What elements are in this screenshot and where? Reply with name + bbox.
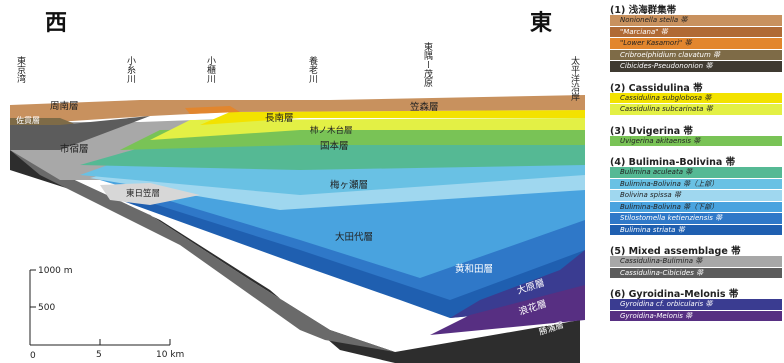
legend-group-title: (2) Cassidulina 帯 [610,82,703,94]
zone-gyroidina-melonis [430,285,585,335]
fm-kokumoto: 国本層 [320,140,349,152]
legend-zone-bar: Gyroidina cf. orbicularis 帯 [610,299,782,310]
place-yoro: 養老川 [307,55,318,83]
fm-kurotaki: 黒滝層 [319,305,347,327]
compass-east: 東 [530,11,552,36]
legend-zone-bar: Bulimina-Bolivina 帯（上部） [610,178,782,189]
legend-zone-bar: Cassidulina-Bulimina 帯 [610,256,782,267]
scale-5: 5 [96,350,102,360]
legend-group-title: (1) 浅海群集帯 [610,5,677,16]
zone-subglobosa [200,110,585,125]
place-obitsu: 小櫃川 [205,56,216,83]
legend-zone-bar: Bolivina spissa 帯 [610,190,782,201]
scale-10: 10 km [156,350,184,360]
fm-ichijuku: 市宿層 [60,143,89,155]
compass-west: 西 [45,11,67,36]
place-pacific: 太平洋沿岸 [569,55,580,102]
zone-subcarinata [150,118,585,140]
block-side-light [10,150,395,352]
fm-umegase: 梅ヶ瀬層 [330,179,368,191]
scale-500: 500 [38,303,55,313]
fm-shukan: 周南層 [50,100,79,112]
legend-group-title: (4) Bulimina-Bolivina 帯 [610,157,736,168]
fm-sakuma: 佐貫層 [16,115,40,125]
legend-zone-bar: Gyroidina-Melonis 帯 [610,310,782,321]
legend-zone-bar: Nonionella stella 帯 [610,15,782,26]
fm-kakinokidai: 柿ノ木台層 [310,125,353,136]
legend-zone-bar: Cassidulina subcarinata 帯 [610,104,782,115]
legend-zone-bar: Cassidulina-Cibicides 帯 [610,267,782,278]
legend-zone-bar: Cassidulina subglobosa 帯 [610,92,782,103]
legend-zone-bar: Bulimina aculeata 帯 [610,167,782,178]
scale-0: 0 [30,351,36,361]
legend-zone-bar: Cibicides-Pseudononion 帯 [610,61,782,72]
zone-cibicides [10,116,150,150]
scale-bars [29,269,171,346]
fm-nagaminami: 長南層 [265,112,294,124]
fm-higashihigasa: 東日笠層 [126,188,160,199]
legend-group-title: (3) Uvigerina 帯 [610,125,693,137]
scale-1000: 1000 m [38,266,73,276]
place-labels: 東京湾 小糸川 小櫃川 養老川 東隅ー茂原 太平洋沿岸 [15,41,580,102]
legend-zone-bar: Cribroelphidium clavatum 帯 [610,49,782,60]
fm-otadai: 大田代層 [335,231,373,243]
place-jinbo: 東隅ー茂原 [422,41,433,87]
place-koito: 小糸川 [125,56,136,83]
legend-zone-bar: Stilostomella ketienziensis 帯 [610,213,782,224]
zone-lens [100,183,200,205]
legend-zone-bar: "Marciana" 帯 [610,26,782,37]
fm-kasamori: 笠森層 [410,101,439,113]
cross-section: 西 東 東京湾 小糸川 小櫃川 養老川 東隅ー茂原 太平洋沿岸 周南層 笠森層 … [10,11,585,363]
legend-zone-bar: Bulimina striata 帯 [610,224,782,235]
fm-kiwada: 黄和田層 [455,263,493,275]
zone-shallow [10,95,585,125]
legend-group-title: (6) Gyroidina-Melonis 帯 [610,289,739,300]
block-side [10,150,580,363]
zone-shallow-orange [185,106,240,114]
legend-group-title: (5) Mixed assemblage 帯 [610,246,741,257]
place-tokyo-bay: 東京湾 [15,55,26,84]
legend-zone-bar: Bulimina-Bolivina 帯（下部） [610,201,782,212]
legend-zone-bar: "Lower Kasamori" 帯 [610,38,782,49]
legend-zone-bar: Uvigerina akitaensis 帯 [610,135,782,146]
